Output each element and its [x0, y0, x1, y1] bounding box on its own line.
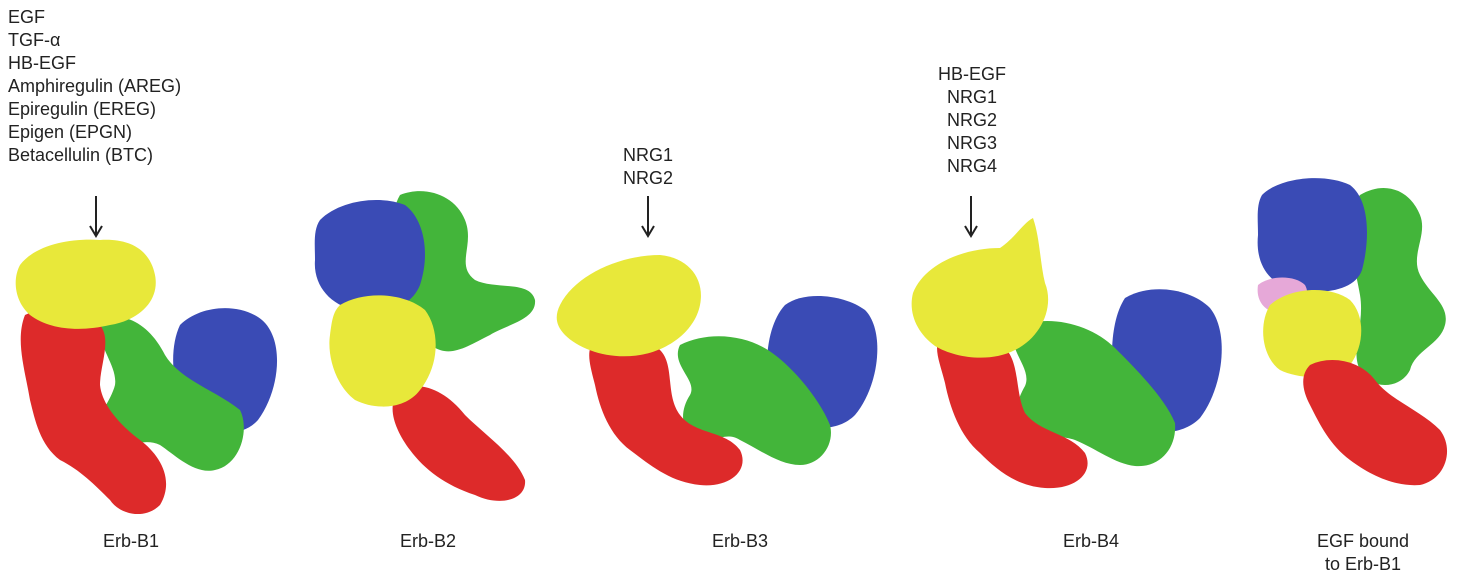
- ligand-binding-arrow-b1: [89, 196, 103, 238]
- domain-ii-surface: [20, 309, 167, 515]
- domain-ii-surface: [937, 332, 1088, 489]
- erb-b2-structure: [314, 191, 536, 501]
- ligand-label: Betacellulin (BTC): [8, 145, 154, 165]
- ligand-label: EGF: [8, 7, 46, 27]
- ligand-label: TGF-α: [8, 30, 61, 50]
- ligand-label: Amphiregulin (AREG): [8, 76, 182, 96]
- domain-ii-surface: [392, 386, 526, 501]
- caption-erb-b4: Erb-B4: [1062, 531, 1120, 551]
- domain-i-surface: [1263, 289, 1362, 377]
- erb-b1-ligand-list: EGF TGF-α HB-EGF Amphiregulin (AREG) Epi…: [8, 6, 181, 167]
- domain-iii-surface: [96, 316, 244, 471]
- caption-egf-bound-erb-b1: EGF bound to Erb-B1: [1263, 530, 1463, 576]
- erb-b3-structure: [556, 255, 878, 486]
- caption-erb-b3: Erb-B3: [711, 531, 769, 551]
- ligand-label: Epiregulin (EREG): [8, 99, 157, 119]
- domain-i-surface: [556, 255, 701, 357]
- domain-ii-surface: [1303, 360, 1448, 486]
- domain-iii-surface: [1012, 320, 1176, 467]
- domain-i-surface: [911, 218, 1049, 358]
- domain-iv-surface: [314, 200, 425, 312]
- ligand-label: NRG2: [946, 110, 997, 130]
- domain-i-surface: [15, 239, 156, 329]
- ligand-binding-arrow-b4: [964, 196, 978, 238]
- ligand-label: NRG4: [946, 156, 997, 176]
- caption-line: to Erb-B1: [1324, 554, 1402, 574]
- domain-iv-surface: [1257, 178, 1367, 292]
- egf-bound-erb-b1-structure: [1257, 178, 1448, 486]
- erb-b4-ligand-list: HB-EGF NRG1 NRG2 NRG3 NRG4: [922, 63, 1022, 178]
- caption-erb-b1: Erb-B1: [102, 531, 160, 551]
- domain-ii-surface: [589, 334, 743, 486]
- ligand-label: NRG3: [946, 133, 997, 153]
- erb-b4-structure: [911, 218, 1222, 489]
- domain-iii-surface: [1349, 187, 1446, 385]
- caption-erb-b2: Erb-B2: [399, 531, 457, 551]
- domain-i-surface: [329, 295, 436, 407]
- erb-b3-ligand-list: NRG1 NRG2: [600, 144, 696, 190]
- ligand-label: NRG2: [622, 168, 673, 188]
- ligand-label: HB-EGF: [937, 64, 1006, 84]
- ligand-label: HB-EGF: [8, 53, 77, 73]
- caption-line: EGF bound: [1316, 531, 1410, 551]
- ligand-label: NRG1: [946, 87, 997, 107]
- ligand-binding-arrow-b3: [641, 196, 655, 238]
- erb-b1-structure: [15, 239, 278, 515]
- domain-iii-surface: [392, 191, 536, 352]
- domain-iii-surface: [677, 336, 831, 465]
- ligand-label: Epigen (EPGN): [8, 122, 133, 142]
- ligand-label: NRG1: [622, 145, 673, 165]
